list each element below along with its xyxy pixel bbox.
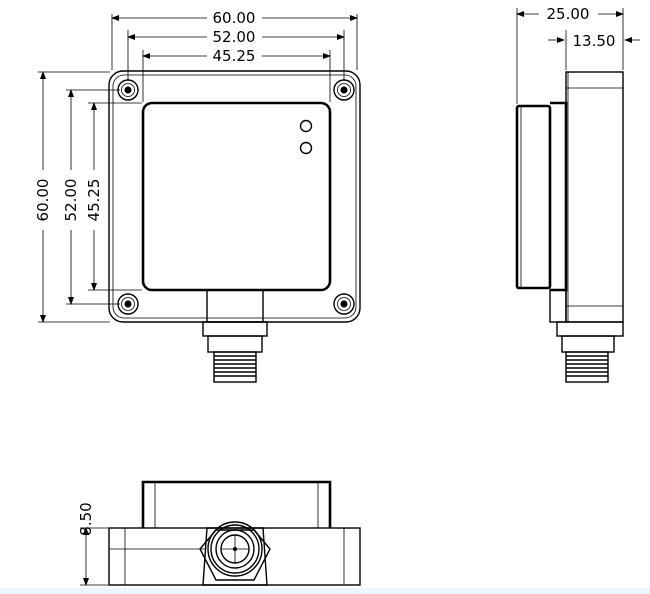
dim-lid-width	[142, 50, 331, 102]
front-view: 60.00 52.00 45.25 60.00	[34, 9, 361, 383]
dim-outer-height-label: 60.00	[34, 179, 52, 222]
dim-base-depth-label: 13.50	[573, 32, 616, 50]
dim-base-height-label: 8.50	[77, 502, 95, 535]
dim-outer-height	[38, 71, 110, 323]
dim-total-depth	[516, 8, 624, 104]
led-indicator-bottom	[299, 141, 313, 155]
mounting-screw-top-right	[333, 79, 355, 101]
dim-hole-spacing-width	[127, 30, 345, 80]
dim-outer-width-label: 60.00	[213, 9, 256, 27]
bottom-view: 8.50	[77, 480, 361, 586]
dim-lid-width-label: 45.25	[213, 47, 256, 65]
front-lid-outline	[141, 101, 332, 292]
front-plate-outline	[108, 70, 361, 323]
mounting-screw-top-left	[117, 79, 139, 101]
front-connector-thread	[214, 355, 256, 377]
dim-base-depth	[548, 30, 640, 70]
bottom-lid-outline	[141, 480, 332, 528]
led-indicator-top	[299, 119, 313, 133]
mounting-screw-bottom-right	[333, 293, 355, 315]
front-connector	[202, 289, 268, 383]
dim-base-height	[80, 527, 108, 586]
bottom-strip	[0, 588, 650, 594]
bottom-connector-face	[199, 521, 271, 586]
side-base-outline	[565, 71, 624, 323]
dim-lid-height	[88, 102, 142, 291]
side-lid-outline	[550, 101, 568, 292]
mounting-screw-bottom-left	[117, 293, 139, 315]
side-view: 25.00 13.50	[515, 5, 640, 383]
dim-total-depth-label: 25.00	[547, 5, 590, 23]
dim-lid-height-label: 45.25	[85, 179, 103, 222]
dim-hole-spacing-height-label: 52.00	[62, 179, 80, 222]
side-connector	[549, 289, 624, 383]
dim-hole-spacing-height	[66, 89, 120, 305]
dim-outer-width	[111, 14, 358, 70]
dim-hole-spacing-width-label: 52.00	[213, 28, 256, 46]
